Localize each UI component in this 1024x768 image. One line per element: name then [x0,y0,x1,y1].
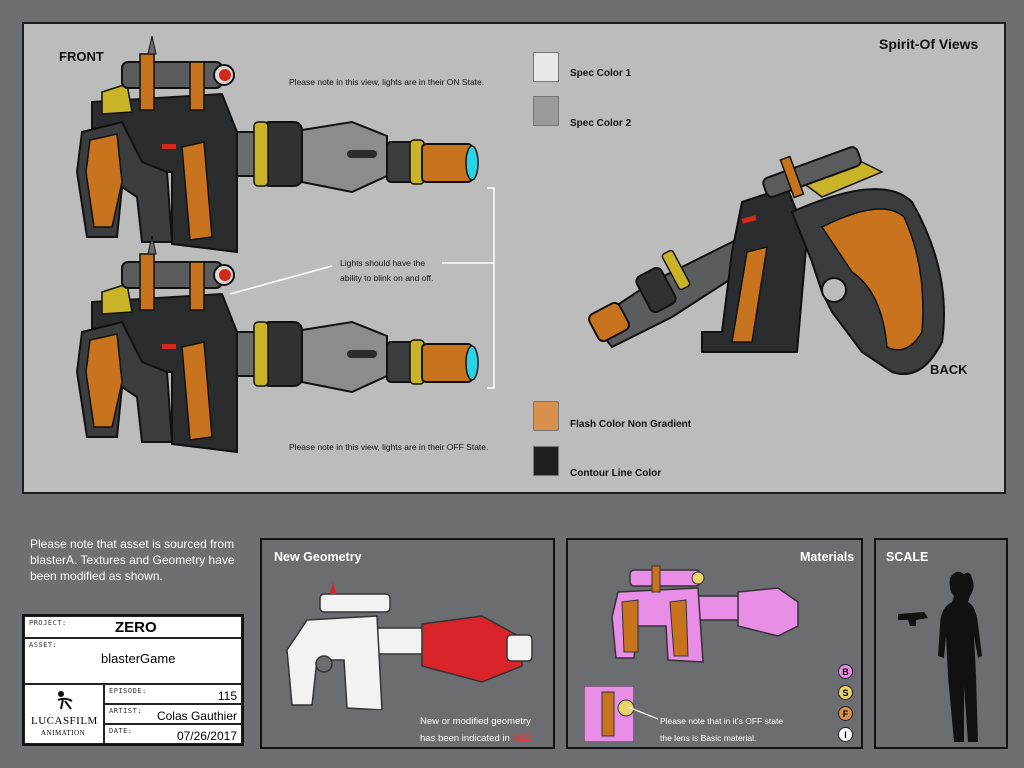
material-badge-f: F [838,706,853,721]
logo-text-lucasfilm: LUCASFILM [31,715,98,727]
blaster-views-illustration [76,35,945,453]
swatch-contour-line-color [533,446,559,476]
swatch-label-flash-color: Flash Color Non Gradient [570,419,692,430]
scale-title: SCALE [886,550,929,564]
geometry-note-line2: has been indicated in RED [420,733,533,744]
geometry-note-text: has been indicated in [420,733,513,744]
swatch-label-spec-color-2: Spec Color 2 [570,118,632,129]
lights-note-line2: ability to blink on and off. [340,273,434,283]
title-block: PROJECT: ZERO ASSET: blasterGame LUCASFI… [22,614,244,746]
back-label: BACK [930,362,968,377]
new-geometry-panel: New Geometry New or modified geometry ha… [260,538,555,749]
artist-value: Colas Gauthier [156,709,237,723]
swatch-label-contour-line-color: Contour Line Color [570,468,662,479]
date-cell: DATE: 07/26/2017 [104,724,242,744]
materials-illustration [611,565,799,663]
swatch-spec-color-1 [533,52,559,82]
artist-cell: ARTIST: Colas Gauthier [104,704,242,724]
date-label: DATE: [109,727,133,735]
material-badge-b: B [838,664,853,679]
lucasfilm-logo-icon [57,691,73,710]
swatch-spec-color-2 [533,96,559,126]
material-badge-i: I [838,727,853,742]
logo-text-animation: ANIMATION [41,729,86,737]
episode-cell: EPISODE: 115 [104,684,242,704]
artist-label: ARTIST: [109,707,143,715]
note-lights-off: Please note in this view, lights are in … [289,442,489,452]
scale-panel: SCALE [874,538,1008,749]
swatch-flash-color [533,401,559,431]
lights-note-line1: Lights should have the [340,258,426,268]
project-value: ZERO [115,619,157,636]
project-label: PROJECT: [29,619,67,627]
front-label: FRONT [59,49,104,64]
project-cell: PROJECT: ZERO [24,616,242,638]
asset-source-note: Please note that asset is sourced from b… [30,537,235,583]
views-title: Spirit-Of Views [879,36,979,52]
episode-value: 115 [217,689,237,703]
logo-cell: LUCASFILM ANIMATION [24,684,104,744]
episode-label: EPISODE: [109,687,147,695]
materials-panel: Materials Please note that in it's OFF s… [566,538,863,749]
note-lights-on: Please note in this view, lights are in … [289,77,485,87]
lens-pointer-line [628,706,658,720]
asset-value: blasterGame [101,651,176,666]
materials-note-line2: the lens is Basic material. [660,733,757,743]
new-geometry-title: New Geometry [274,550,362,564]
date-value: 07/26/2017 [176,729,237,743]
lens-detail-illustration [584,686,634,742]
swatch-label-spec-color-1: Spec Color 1 [570,68,632,79]
materials-note-line1: Please note that in it's OFF state [660,716,784,726]
geometry-note-highlight: RED [512,733,533,744]
scale-silhouette-illustration [898,571,982,742]
geometry-note-line1: New or modified geometry [420,716,531,727]
asset-cell: ASSET: blasterGame [24,638,242,684]
material-badge-s: S [838,685,853,700]
new-geometry-illustration [286,582,533,710]
asset-label: ASSET: [29,641,58,649]
materials-title: Materials [800,550,855,564]
